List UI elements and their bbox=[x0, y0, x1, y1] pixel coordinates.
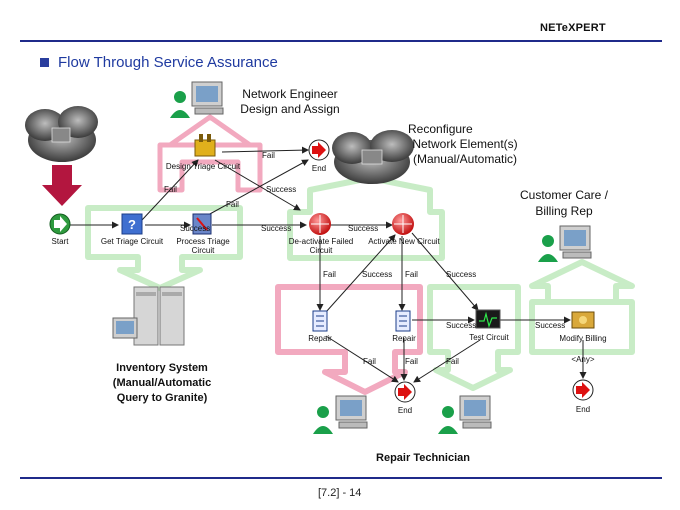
end-bottom-icon bbox=[394, 381, 416, 403]
start-icon bbox=[49, 213, 71, 235]
edge-label-success-6: Success bbox=[446, 270, 476, 279]
edge-design-end bbox=[221, 146, 309, 154]
edge-label-success-3: Success bbox=[261, 224, 291, 233]
repair-left-icon bbox=[312, 310, 328, 332]
end-top-icon bbox=[308, 139, 330, 161]
billing-arrow-shape bbox=[529, 259, 635, 355]
edge-label-fail-8: Fail bbox=[446, 357, 459, 366]
network-engineer-label-2: Design and Assign bbox=[240, 102, 339, 116]
get-triage-icon: ? bbox=[121, 213, 143, 235]
process-triage-label: Process Triage bbox=[176, 237, 230, 246]
edge-label-fail-6: Fail bbox=[363, 357, 376, 366]
edge-label-fail-5: Fail bbox=[405, 270, 418, 279]
customer-care-label: Customer Care / bbox=[520, 188, 609, 202]
edge-repair-activate bbox=[325, 234, 396, 313]
repair-arrow-shape bbox=[275, 284, 423, 395]
repair-left-label: Repair bbox=[308, 334, 332, 343]
test-arrow-shape bbox=[427, 284, 521, 391]
end-right-icon bbox=[572, 379, 594, 401]
inventory-label: Inventory System bbox=[116, 362, 208, 374]
end-top-label: End bbox=[312, 164, 326, 173]
brand-logo: NETeXPERT bbox=[540, 22, 606, 34]
customer-care-label-2: Billing Rep bbox=[535, 204, 593, 218]
edge-label-fail-4: Fail bbox=[323, 270, 336, 279]
inventory-server-icon bbox=[112, 286, 185, 346]
top-divider bbox=[20, 40, 662, 42]
repair-right-label: Repair bbox=[392, 334, 416, 343]
edge-label-fail-1: Fail bbox=[164, 185, 177, 194]
repair-technician-label: Repair Technician bbox=[376, 452, 470, 464]
inventory-label-2: (Manual/Automatic bbox=[113, 377, 211, 389]
test-circuit-icon bbox=[475, 309, 501, 329]
network-engineer-label: Network Engineer bbox=[242, 87, 337, 101]
modify-billing-label: Modify Billing bbox=[559, 334, 606, 343]
edge-label-fail-7: Fail bbox=[405, 357, 418, 366]
deactivate-label-2: Circuit bbox=[310, 246, 333, 255]
end-bottom-label: End bbox=[398, 406, 412, 415]
edge-label-fail-2: Fail bbox=[262, 151, 275, 160]
inventory-arrow-shape bbox=[85, 205, 243, 291]
edge-test-end bbox=[413, 339, 481, 383]
inventory-label-3: Query to Granite) bbox=[117, 392, 208, 404]
deactivate-icon bbox=[309, 213, 331, 235]
edge-label-success-4: Success bbox=[348, 224, 378, 233]
edge-repair-end bbox=[325, 335, 399, 383]
edge-label-success-1: Success bbox=[266, 185, 296, 194]
edge-label-success-7: Success bbox=[446, 321, 476, 330]
edge-activate-test bbox=[411, 232, 479, 311]
modify-billing-icon bbox=[571, 311, 595, 329]
deactivate-label: De-activate Failed bbox=[289, 237, 353, 246]
start-down-arrow bbox=[42, 165, 82, 206]
start-label: Start bbox=[52, 237, 70, 246]
edge-label-success-2: Success bbox=[180, 224, 210, 233]
test-circuit-label: Test Circuit bbox=[469, 333, 509, 342]
get-triage-label: Get Triage Circuit bbox=[101, 237, 164, 246]
title-bullet-icon bbox=[40, 58, 49, 67]
any-label: <Any> bbox=[571, 355, 594, 364]
repair-tech-right-icon bbox=[438, 395, 492, 434]
reconfigure-label: Reconfigure bbox=[408, 122, 473, 136]
design-triage-label: Design Triage Circuit bbox=[166, 162, 241, 171]
reconfigure-arrow-shape bbox=[287, 175, 445, 261]
edge-get-design bbox=[141, 159, 199, 221]
network-cloud-icon bbox=[25, 106, 98, 162]
repair-tech-left-icon bbox=[313, 395, 368, 434]
page-number: [7.2] - 14 bbox=[318, 487, 362, 499]
slide-title: Flow Through Service Assurance bbox=[58, 54, 278, 71]
edge-label-fail-3: Fail bbox=[226, 200, 239, 209]
edge-label-success-5: Success bbox=[362, 270, 392, 279]
repair-right-icon bbox=[395, 310, 411, 332]
svg-text:?: ? bbox=[128, 217, 136, 232]
reconfigure-cloud-icon bbox=[332, 130, 414, 184]
network-engineer-person-icon bbox=[170, 81, 224, 118]
process-triage-icon bbox=[192, 213, 212, 235]
bottom-divider bbox=[20, 477, 662, 479]
edge-design-deactivate bbox=[214, 159, 301, 211]
end-right-label: End bbox=[576, 405, 590, 414]
design-triage-icon bbox=[194, 134, 216, 157]
reconfigure-label-3: (Manual/Automatic) bbox=[413, 152, 517, 166]
edge-label-success-8: Success bbox=[535, 321, 565, 330]
customer-care-person-icon bbox=[538, 225, 592, 262]
activate-icon bbox=[392, 213, 414, 235]
activate-label: Activate New Circuit bbox=[368, 237, 440, 246]
reconfigure-label-2: Network Element(s) bbox=[412, 137, 517, 151]
edge-process-end bbox=[207, 159, 309, 216]
process-triage-label-2: Circuit bbox=[192, 246, 215, 255]
